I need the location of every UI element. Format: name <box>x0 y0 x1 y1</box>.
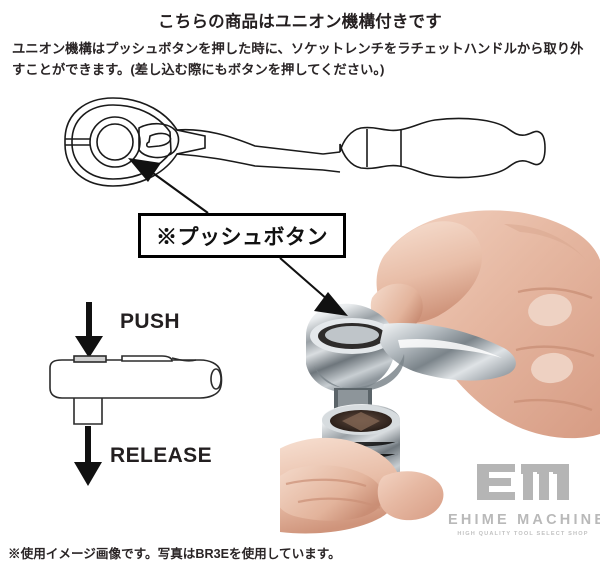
push-button-callout-label: ※プッシュボタン <box>156 225 328 249</box>
description-text: ユニオン機構はプッシュボタンを押した時に、ソケットレンチをラチェットハンドルから… <box>12 41 584 77</box>
image-footnote: ※使用イメージ画像です。写真はBR3Eを使用しています。 <box>8 547 341 561</box>
brand-name: EHIME MACHINE <box>448 512 600 528</box>
push-release-diagram <box>22 292 272 492</box>
ratchet-line-drawing <box>55 92 555 192</box>
em-logo-icon <box>477 464 569 500</box>
page-title: こちらの商品はユニオン機構付きです <box>158 13 442 31</box>
push-button-callout: ※プッシュボタン <box>138 213 346 258</box>
release-label: RELEASE <box>110 444 212 467</box>
brand-logo: EHIME MACHINE HIGH QUALITY TOOL SELECT S… <box>448 458 600 550</box>
brand-tagline: HIGH QUALITY TOOL SELECT SHOP <box>457 531 589 537</box>
usage-photo <box>280 202 600 540</box>
push-label: PUSH <box>120 310 180 333</box>
